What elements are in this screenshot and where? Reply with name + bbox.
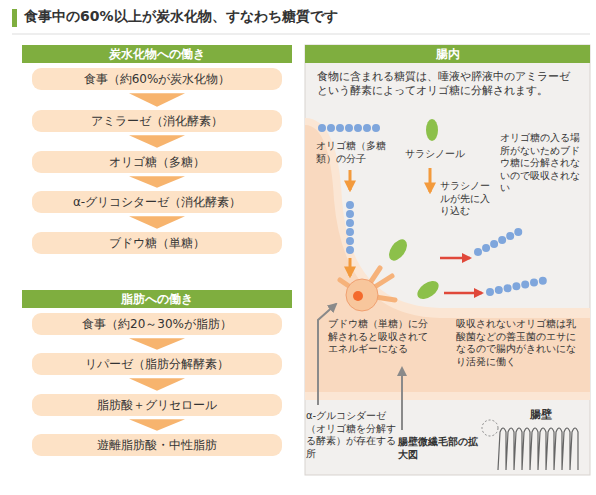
node-text: α-グリコシターゼ（消化酵素） bbox=[38, 195, 276, 209]
flow-chevron bbox=[129, 176, 185, 188]
process-box: オリゴ糖（多糖） bbox=[32, 151, 282, 173]
orange-arrow bbox=[429, 168, 432, 192]
title-bar bbox=[12, 9, 17, 27]
intestine-wall bbox=[305, 118, 590, 400]
flow-chevron bbox=[129, 216, 185, 229]
zoom-circle bbox=[482, 420, 498, 436]
glucose-dot bbox=[353, 291, 363, 301]
node-text: アミラーゼ（消化酵素） bbox=[38, 114, 276, 128]
node-text: リパーゼ（脂肪分解酵素） bbox=[38, 357, 276, 371]
note: ブドウ糖（単糖）に分解されると吸収されてエネルギーになる bbox=[328, 318, 436, 356]
section-header: 脂肪への働き bbox=[22, 290, 292, 308]
node-text: ブドウ糖（単糖） bbox=[38, 236, 276, 250]
rejected-oligosaccharide bbox=[490, 280, 546, 292]
process-box: 脂肪酸＋グリセロール bbox=[32, 394, 282, 416]
salacinol bbox=[426, 119, 438, 141]
process-box: 食事（約20～30%が脂肪） bbox=[32, 313, 282, 335]
flow-chevron bbox=[129, 135, 185, 148]
node-text: 食事（約20～30%が脂肪） bbox=[38, 317, 276, 331]
note: サラシノールが先に入り込む bbox=[440, 180, 496, 218]
process-box: 食事（約60%が炭水化物） bbox=[32, 68, 282, 90]
node-text: 遊離脂肪酸・中性脂肪 bbox=[38, 438, 276, 452]
flow-chevron bbox=[129, 338, 185, 350]
node-text: 食事（約60%が炭水化物） bbox=[38, 72, 276, 86]
molecule-label: オリゴ糖（多糖類）の分子 bbox=[316, 140, 398, 165]
node-text: 脂肪酸＋グリセロール bbox=[38, 398, 276, 412]
wall-label: 腸壁 bbox=[530, 408, 570, 422]
oligosaccharide-chain bbox=[322, 124, 380, 132]
process-box: ブドウ糖（単糖） bbox=[32, 232, 282, 254]
villi-outline bbox=[498, 428, 578, 470]
flow-chevron bbox=[129, 419, 185, 431]
red-arrow bbox=[440, 257, 470, 260]
salacinol bbox=[414, 277, 442, 302]
enzyme-note: α-グルコシダーゼ（オリゴ糖を分解する酵素）が存在する所 bbox=[306, 410, 398, 460]
panel-ground bbox=[305, 45, 590, 475]
process-box: 遊離脂肪酸・中性脂肪 bbox=[32, 434, 282, 456]
note: 吸収されないオリゴ糖は乳酸菌などの善玉菌のエサになるので腸内がきれいになり活発に… bbox=[456, 318, 582, 368]
villi-detail bbox=[498, 428, 578, 470]
salacinol bbox=[385, 236, 410, 264]
panel-heading: 腸内 bbox=[305, 45, 590, 63]
node-text: 脂肪への働き bbox=[22, 290, 292, 308]
orange-arrow bbox=[349, 258, 352, 276]
epithelial-cell bbox=[340, 268, 395, 311]
leader-line bbox=[401, 368, 403, 430]
salacinol-label: サラシノール bbox=[405, 148, 475, 161]
node-text: オリゴ糖（多糖） bbox=[38, 155, 276, 169]
note: オリゴ糖の入る場所がないためブドウ糖に分解されないので吸収されない bbox=[500, 132, 586, 195]
cell-body bbox=[346, 279, 378, 311]
flow-chevron bbox=[129, 378, 185, 391]
flow-chevron bbox=[129, 93, 185, 107]
title-rule bbox=[12, 34, 590, 35]
process-box: アミラーゼ（消化酵素） bbox=[32, 110, 282, 132]
page-title: 食事中の60%以上が炭水化物、すなわち糖質です bbox=[24, 8, 338, 26]
panel-description: 食物に含まれる糖質は、唾液や膵液中のアミラーゼという酵素によってオリゴ糖に分解さ… bbox=[305, 63, 590, 97]
node-text: 炭水化物への働き bbox=[22, 45, 292, 63]
figure-caption: 腸壁微繊毛部の拡大図 bbox=[398, 436, 482, 461]
oligosaccharide-chain bbox=[346, 205, 354, 251]
intestine-lining bbox=[305, 125, 590, 392]
red-arrow bbox=[444, 292, 482, 295]
section-header: 炭水化物への働き bbox=[22, 45, 292, 63]
process-box: リパーゼ（脂肪分解酵素） bbox=[32, 353, 282, 375]
process-box: α-グリコシターゼ（消化酵素） bbox=[32, 191, 282, 213]
rejected-oligosaccharide bbox=[478, 230, 522, 252]
orange-arrow bbox=[349, 170, 352, 190]
